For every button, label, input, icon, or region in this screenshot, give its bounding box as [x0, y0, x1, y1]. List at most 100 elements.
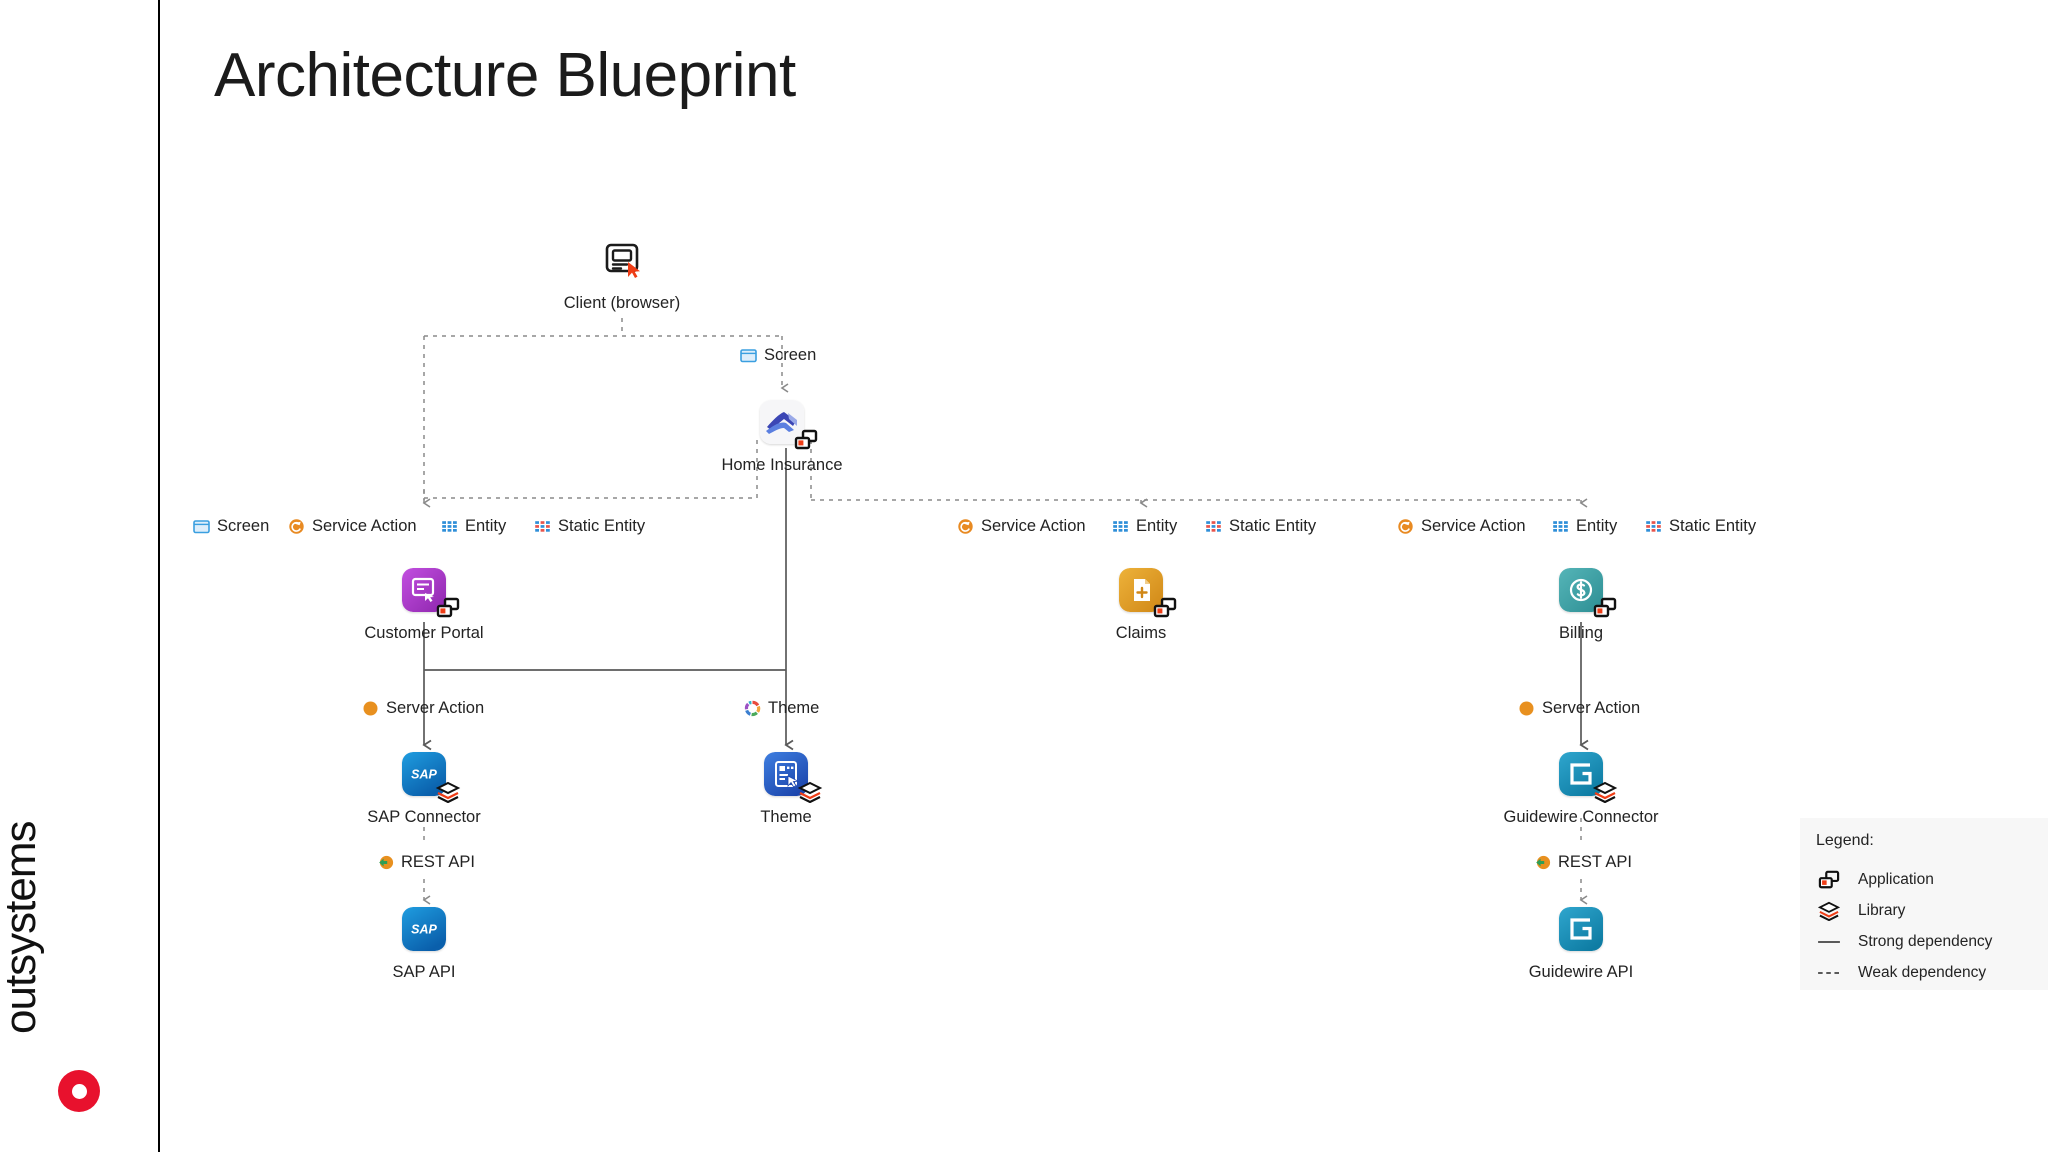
dep-label-static-entity-right: Static Entity [1645, 517, 1756, 536]
dep-label-screen-top-text: Screen [764, 346, 817, 364]
node-guidewire-api-tile-wrap [1559, 907, 1603, 951]
node-guidewire-connector[interactable]: Guidewire Connector [1486, 752, 1676, 827]
legend-strong-dependency-icon [1816, 931, 1842, 953]
dep-label-rest-api-right: REST API [1534, 853, 1632, 872]
outsystems-logo-icon [58, 1070, 100, 1112]
node-sap-api-tile-wrap: SAP [402, 907, 446, 951]
node-customer-portal-tile-wrap [402, 568, 460, 618]
sap-connector-icon: SAP [402, 752, 446, 796]
node-claims[interactable]: Claims [1046, 568, 1236, 643]
legend-label-library: Library [1858, 901, 1906, 919]
screen-icon [740, 349, 757, 363]
legend-library-icon [1816, 900, 1842, 922]
node-sap-connector[interactable]: SAP SAP Connector [329, 752, 519, 827]
badge-none [435, 936, 461, 958]
guidewire-api-icon [1559, 907, 1603, 951]
legend-label-strong-dependency: Strong dependency [1858, 932, 1993, 950]
node-claims-tile-wrap [1119, 568, 1177, 618]
node-guidewire-connector-label: Guidewire Connector [1503, 808, 1659, 826]
dep-label-server-action-left: Server Action [362, 699, 484, 718]
dep-label-entity-right: Entity [1552, 517, 1617, 536]
legend-title: Legend: [1816, 832, 1874, 849]
badge-none [1592, 936, 1618, 958]
node-sap-connector-tile-wrap: SAP [402, 752, 461, 803]
badge-application-icon [1153, 597, 1177, 618]
dep-label-service-action-mid: Service Action [957, 517, 1086, 536]
legend-row-library: Library [1816, 895, 2032, 926]
node-sap-api[interactable]: SAP SAP API [329, 907, 519, 982]
node-guidewire-connector-tile-wrap [1559, 752, 1618, 803]
server-action-icon [1519, 701, 1534, 716]
dep-label-screen-left: Screen [193, 517, 269, 536]
dep-label-static-entity-left: Static Entity [534, 517, 645, 536]
node-billing[interactable]: Billing [1486, 568, 1676, 643]
page-title: Architecture Blueprint [214, 41, 796, 110]
sap-api-icon: SAP [402, 907, 446, 951]
dep-label-server-action-right-text: Server Action [1542, 699, 1641, 717]
legend-application-icon [1816, 869, 1842, 891]
badge-application-icon [1593, 597, 1617, 618]
dep-label-screen-left-text: Screen [217, 517, 270, 535]
entity-icon [1553, 521, 1568, 532]
node-sap-api-label: SAP API [392, 963, 456, 981]
rest-api-icon [379, 855, 394, 870]
service-action-icon [289, 519, 304, 534]
dep-label-server-action-left-text: Server Action [386, 699, 485, 717]
dep-label-theme-text: Theme [768, 699, 820, 717]
node-home-insurance-label: Home Insurance [721, 456, 843, 474]
dep-label-rest-api-left-text: REST API [401, 853, 475, 871]
home-insurance-app-icon [760, 400, 804, 444]
static-entity-icon [535, 521, 550, 532]
node-home-insurance[interactable]: Home Insurance [687, 400, 877, 475]
service-action-icon [1398, 519, 1413, 534]
outsystems-wordmark: outsystems [0, 821, 45, 1034]
node-theme-label: Theme [760, 808, 812, 826]
badge-library-icon [797, 781, 823, 803]
dep-label-service-action-right: Service Action [1397, 517, 1526, 536]
badge-library-icon [1592, 781, 1618, 803]
badge-application-icon [436, 597, 460, 618]
svg-text:SAP: SAP [411, 923, 437, 937]
dep-label-entity-left: Entity [441, 517, 506, 536]
dep-label-rest-api-right-text: REST API [1558, 853, 1632, 871]
claims-app-icon [1119, 568, 1163, 612]
svg-text:SAP: SAP [411, 768, 437, 782]
entity-icon [442, 521, 457, 532]
badge-library-icon [435, 781, 461, 803]
customer-portal-app-icon [402, 568, 446, 612]
rest-api-icon [1536, 855, 1551, 870]
node-customer-portal[interactable]: Customer Portal [329, 568, 519, 643]
billing-app-icon [1559, 568, 1603, 612]
dep-label-rest-api-left: REST API [377, 853, 475, 872]
entity-icon [1113, 521, 1128, 532]
node-guidewire-api-label: Guidewire API [1528, 963, 1634, 981]
node-theme[interactable]: Theme [691, 752, 881, 827]
left-rail: outsystems [0, 0, 160, 1152]
client-browser-icon [605, 243, 640, 278]
dep-label-entity-mid-text: Entity [1136, 517, 1178, 535]
dep-label-server-action-right: Server Action [1518, 699, 1640, 718]
static-entity-icon [1646, 521, 1661, 532]
node-theme-tile-wrap [764, 752, 823, 803]
node-client-tile-wrap [600, 238, 644, 282]
dep-label-service-action-left-text: Service Action [312, 517, 417, 535]
node-client[interactable]: Client (browser) [527, 238, 717, 313]
legend-row-application: Application [1816, 864, 2032, 895]
legend-label-application: Application [1858, 870, 1934, 888]
node-billing-label: Billing [1558, 624, 1604, 642]
server-action-icon [363, 701, 378, 716]
static-entity-icon [1206, 521, 1221, 532]
badge-none [633, 267, 659, 289]
node-guidewire-api[interactable]: Guidewire API [1486, 907, 1676, 982]
dep-label-service-action-right-text: Service Action [1421, 517, 1526, 535]
legend-label-weak-dependency: Weak dependency [1858, 963, 1987, 981]
legend-row-weak-dependency: Weak dependency [1816, 957, 2032, 988]
node-claims-label: Claims [1115, 624, 1167, 642]
dep-label-static-entity-left-text: Static Entity [558, 517, 646, 535]
dep-label-service-action-mid-text: Service Action [981, 517, 1086, 535]
legend-panel: Legend: Application Library [1800, 818, 2048, 990]
dep-label-static-entity-right-text: Static Entity [1669, 517, 1757, 535]
guidewire-connector-icon [1559, 752, 1603, 796]
node-billing-tile-wrap [1559, 568, 1617, 618]
